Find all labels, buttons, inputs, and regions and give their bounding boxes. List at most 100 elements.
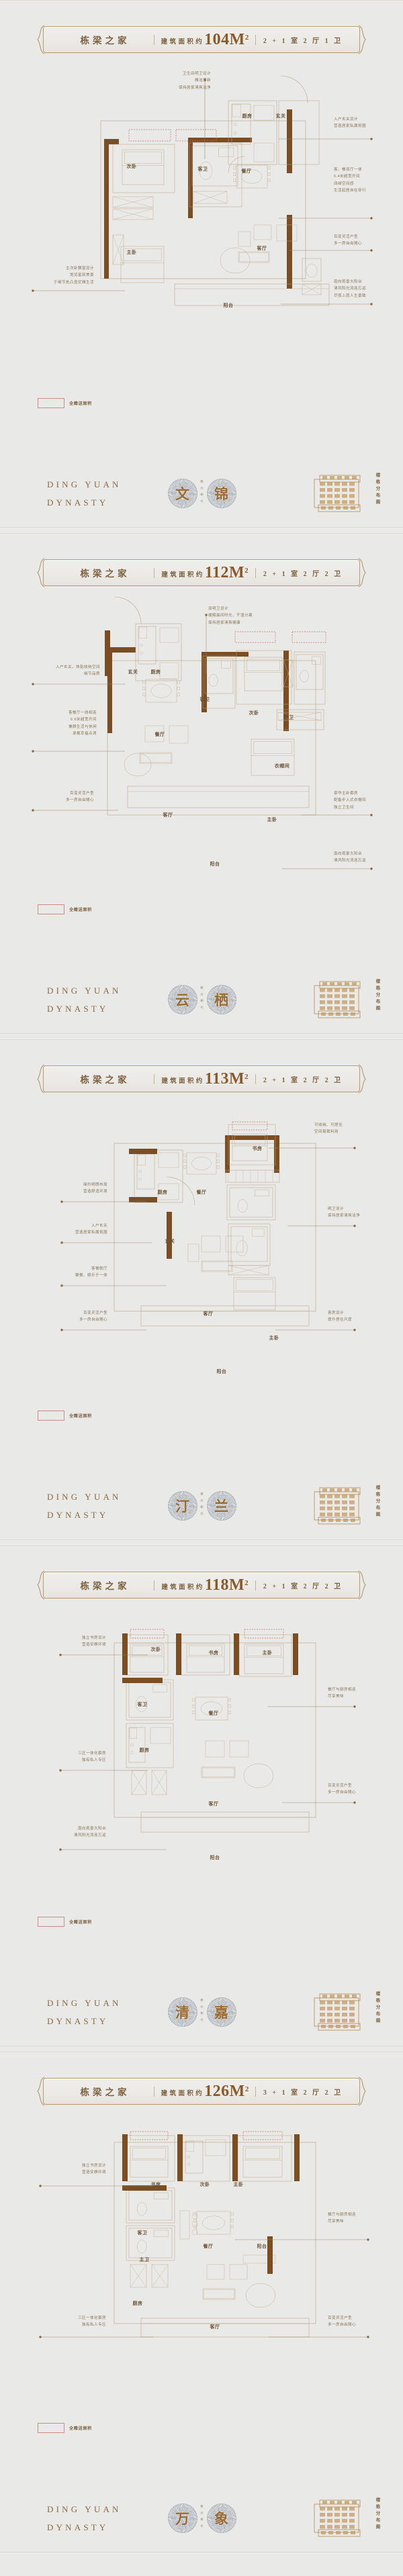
seal-side-text: 鼎 元 朝 代 bbox=[200, 480, 204, 504]
leader-lines bbox=[59, 1654, 356, 1851]
unit-seal-1: 清 bbox=[167, 1997, 197, 2027]
section-rule bbox=[0, 1545, 403, 1546]
header-area-value: 112M bbox=[204, 564, 245, 581]
north-needle-icon bbox=[366, 2424, 403, 2436]
room-label: 书房 bbox=[150, 2183, 161, 2187]
north-letter: N bbox=[366, 2419, 403, 2424]
brand-footer-112: DING YUAN DYNASTY 云 鼎 元 朝 代 栖 楼栋分布图 bbox=[0, 966, 403, 1033]
sitemap: 楼栋分布图 bbox=[274, 473, 384, 514]
unit-seal-char-2: 象 bbox=[214, 2511, 228, 2527]
header-divider bbox=[255, 2086, 256, 2097]
room-label: 餐厅 bbox=[203, 2244, 214, 2249]
leader-lines bbox=[39, 2185, 369, 2338]
north-needle-icon bbox=[366, 399, 403, 412]
annotation-text: 入户玄关设计 营造居家私属氛围 bbox=[334, 117, 366, 129]
room-label: 次卧 bbox=[199, 2183, 210, 2187]
room-label: 客卫 bbox=[137, 1703, 148, 1707]
unit-seal-char-2: 嘉 bbox=[214, 2005, 228, 2021]
annotation-text: 独立书房设计 营造安静环境 bbox=[82, 2164, 106, 2175]
room-label: 厨房 bbox=[132, 2301, 143, 2306]
north-letter: N bbox=[366, 1913, 403, 1918]
north-needle-icon bbox=[366, 906, 403, 918]
annotation-text: 简约明朗布局 营造舒适环境 bbox=[83, 1183, 107, 1194]
annotation-text: 明卫设计 保持居家清爽洁净 bbox=[328, 1207, 360, 1219]
section-rule bbox=[0, 0, 403, 1]
header-room-config: 2 + 1 室 2 厅 2 卫 bbox=[263, 1582, 343, 1590]
header-area-value: 118M bbox=[204, 1576, 245, 1594]
annotation-text: 餐厅与厨房相连 尽享美味 bbox=[328, 1688, 356, 1699]
brand-en: DING YUAN DYNASTY bbox=[19, 1994, 130, 2031]
brand-footer-113: DING YUAN DYNASTY 汀 鼎 元 朝 代 兰 楼栋分布图 bbox=[0, 1472, 403, 1539]
annotation-text: 独立书房设计 营造安静环境 bbox=[82, 1636, 106, 1648]
brand-en-line2: DYNASTY bbox=[47, 1004, 109, 1014]
unit-seal-char-2: 锦 bbox=[214, 486, 228, 502]
unit-seal-pair: 清 鼎 元 朝 代 嘉 bbox=[130, 1997, 274, 2027]
room-label: 阳台 bbox=[210, 1856, 220, 1860]
annotation-text: 豪华主卧套房 配备步入式衣帽间 独立卫生间 bbox=[334, 792, 366, 810]
header-series-name: 栋梁之家 bbox=[80, 2087, 130, 2097]
header-area-value: 113M bbox=[204, 1070, 245, 1088]
unit-seal-pair: 文 鼎 元 朝 代 锦 bbox=[130, 479, 274, 508]
leader-lines bbox=[32, 614, 373, 870]
section-divider bbox=[0, 1539, 403, 1540]
header-divider bbox=[255, 34, 256, 45]
room-label: 餐厅 bbox=[208, 1711, 219, 1716]
annotation-text: 南向观景大阳台 清风阳光流连忘返 bbox=[334, 852, 366, 863]
annotation-text: 百变灵活户型 多一房自由随心 bbox=[79, 1311, 107, 1323]
annotation-text: 客餐联厅 聚餐、娱乐于一体 bbox=[75, 1267, 107, 1278]
room-label: 客厅 bbox=[203, 1312, 214, 1317]
unit-seal-char-2: 兰 bbox=[214, 1498, 228, 1515]
seal-side-text: 鼎 元 朝 代 bbox=[200, 1492, 204, 1517]
unit-seal-char-1: 云 bbox=[175, 992, 189, 1008]
brand-footer-126: DING YUAN DYNASTY 万 鼎 元 朝 代 象 楼栋分布图 bbox=[0, 2485, 403, 2552]
unit-seal-char-1: 汀 bbox=[175, 1498, 189, 1515]
north-needle-icon bbox=[366, 1918, 403, 1930]
brand-en-line2: DYNASTY bbox=[47, 1510, 109, 1520]
unit-seal-1: 汀 bbox=[167, 1491, 197, 1521]
sitemap: 楼栋分布图 bbox=[274, 979, 384, 1020]
header-series-name: 栋梁之家 bbox=[80, 1075, 130, 1085]
sitemap-label: 楼栋分布图 bbox=[375, 2497, 379, 2531]
room-label: 餐厅 bbox=[196, 1190, 207, 1195]
unit-seal-pair: 万 鼎 元 朝 代 象 bbox=[130, 2503, 274, 2533]
room-label: 主卧 bbox=[262, 1651, 273, 1656]
legend-bonus-area: 全赠送面积 bbox=[38, 398, 92, 408]
floor-plan-113: 书房厨房餐厅玄关客厅主卧阳台 可收纳、可居住 空间极致利用简约明朗布局 营造舒适… bbox=[0, 1096, 403, 1472]
room-label: 阳台 bbox=[210, 862, 220, 867]
legend-swatch bbox=[38, 2423, 64, 2433]
annotation-text: 南向观景大阳台 清风阳光流连忘返 尽揽上层人生景致 bbox=[334, 280, 366, 298]
legend-swatch bbox=[38, 1917, 64, 1927]
unit-seal-1: 文 bbox=[167, 479, 197, 508]
room-label: 主卧 bbox=[269, 1336, 279, 1341]
brand-en: DING YUAN DYNASTY bbox=[19, 475, 130, 512]
brand-en-line2: DYNASTY bbox=[47, 2016, 109, 2026]
section-divider bbox=[0, 527, 403, 528]
room-label: 阳台 bbox=[257, 2244, 267, 2249]
header-area-unit-sup: 2 bbox=[244, 567, 249, 575]
legend-label: 全赠送面积 bbox=[69, 2426, 92, 2431]
header-area-prefix: 建筑面积约 bbox=[161, 1078, 205, 1085]
legend-bonus-area: 全赠送面积 bbox=[38, 2423, 92, 2433]
brand-en: DING YUAN DYNASTY bbox=[19, 1488, 130, 1525]
header-divider bbox=[255, 1074, 256, 1084]
brand-en-line1: DING YUAN bbox=[47, 1997, 122, 2008]
legend-label: 全赠送面积 bbox=[69, 401, 92, 406]
unit-seal-char-1: 万 bbox=[175, 2511, 189, 2527]
unit-seal-pair: 云 鼎 元 朝 代 栖 bbox=[130, 985, 274, 1014]
north-needle-icon bbox=[366, 1412, 403, 1424]
unit-seal-2: 栖 bbox=[206, 985, 236, 1014]
sitemap-label: 楼栋分布图 bbox=[375, 1485, 379, 1519]
header-area-prefix: 建筑面积约 bbox=[161, 2091, 205, 2097]
unit-seal-char-1: 文 bbox=[175, 486, 189, 502]
room-label: 餐厅 bbox=[154, 732, 165, 737]
unit-seal-char-2: 栖 bbox=[214, 992, 228, 1008]
unit-seal-2: 兰 bbox=[206, 1491, 236, 1521]
room-label: 客厅 bbox=[210, 2325, 220, 2330]
leader-lines bbox=[32, 79, 373, 305]
room-label: 主卫 bbox=[139, 2258, 150, 2262]
room-label: 客厅 bbox=[208, 1802, 219, 1807]
header-area-unit-sup: 2 bbox=[244, 2085, 249, 2093]
